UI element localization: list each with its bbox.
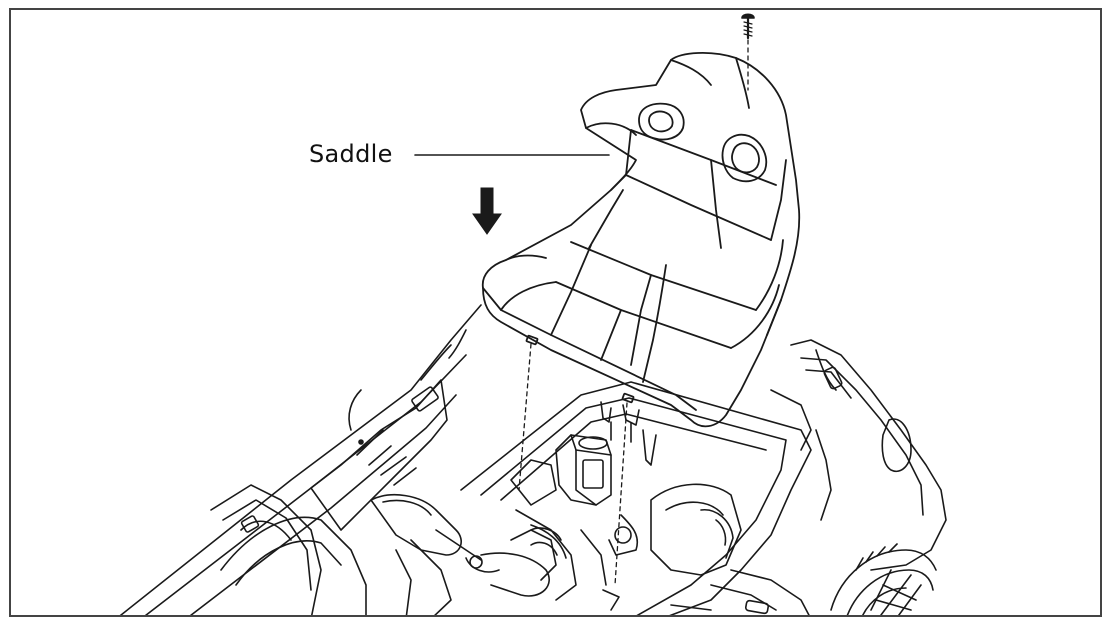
saddle-label: Saddle	[309, 140, 393, 168]
car-body	[119, 304, 947, 615]
assembly-illustration	[119, 13, 947, 615]
saddle	[481, 52, 801, 428]
screw	[741, 13, 755, 40]
steering-wheel	[370, 494, 550, 615]
rear-wheel	[830, 543, 937, 615]
alignment-guides	[518, 39, 749, 586]
diagram-frame: Saddle	[9, 8, 1102, 617]
motor-housing	[555, 434, 612, 506]
down-arrow-icon	[472, 187, 502, 235]
